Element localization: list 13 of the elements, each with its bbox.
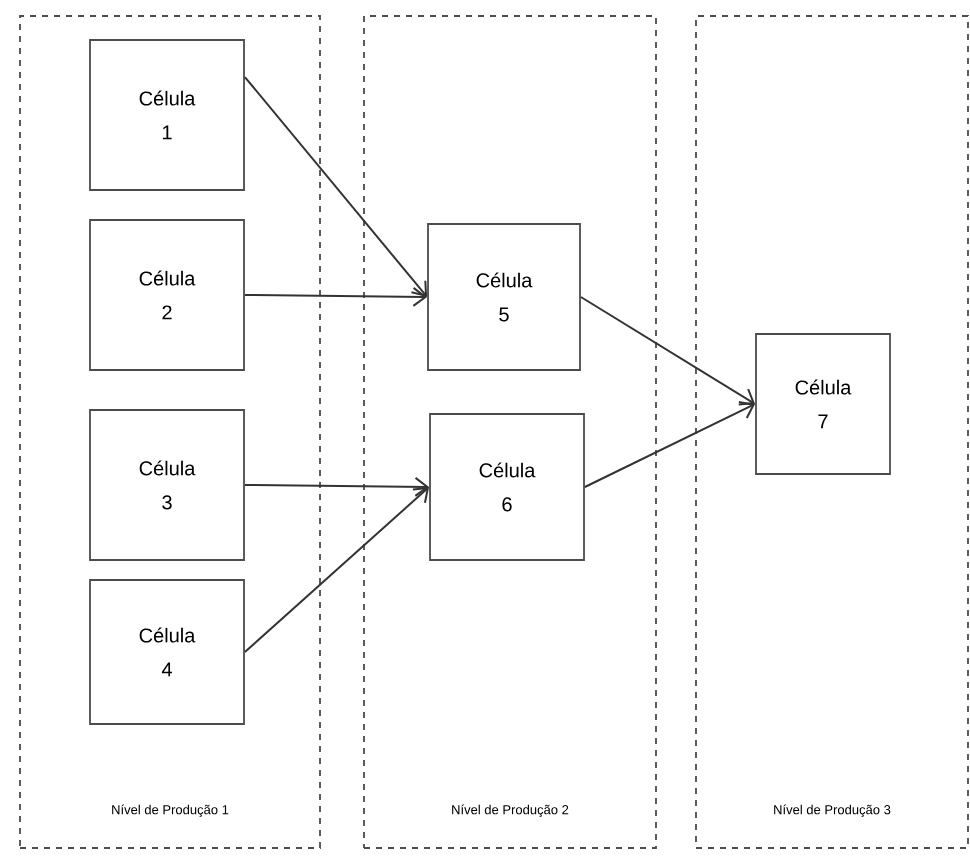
cell-box: Célula 2 bbox=[89, 219, 245, 371]
arrow bbox=[243, 487, 430, 653]
arrow bbox=[583, 400, 756, 488]
arrow bbox=[243, 286, 428, 307]
cell-box: Célula 6 bbox=[429, 413, 585, 561]
arrow bbox=[579, 296, 756, 406]
cell-box: Célula 5 bbox=[427, 223, 581, 371]
cell-box: Célula 1 bbox=[89, 39, 245, 191]
cell-box: Célula 7 bbox=[755, 333, 891, 475]
cell-box: Célula 3 bbox=[89, 409, 245, 561]
arrow bbox=[243, 476, 430, 497]
cell-box: Célula 4 bbox=[89, 579, 245, 725]
arrow bbox=[243, 76, 428, 297]
